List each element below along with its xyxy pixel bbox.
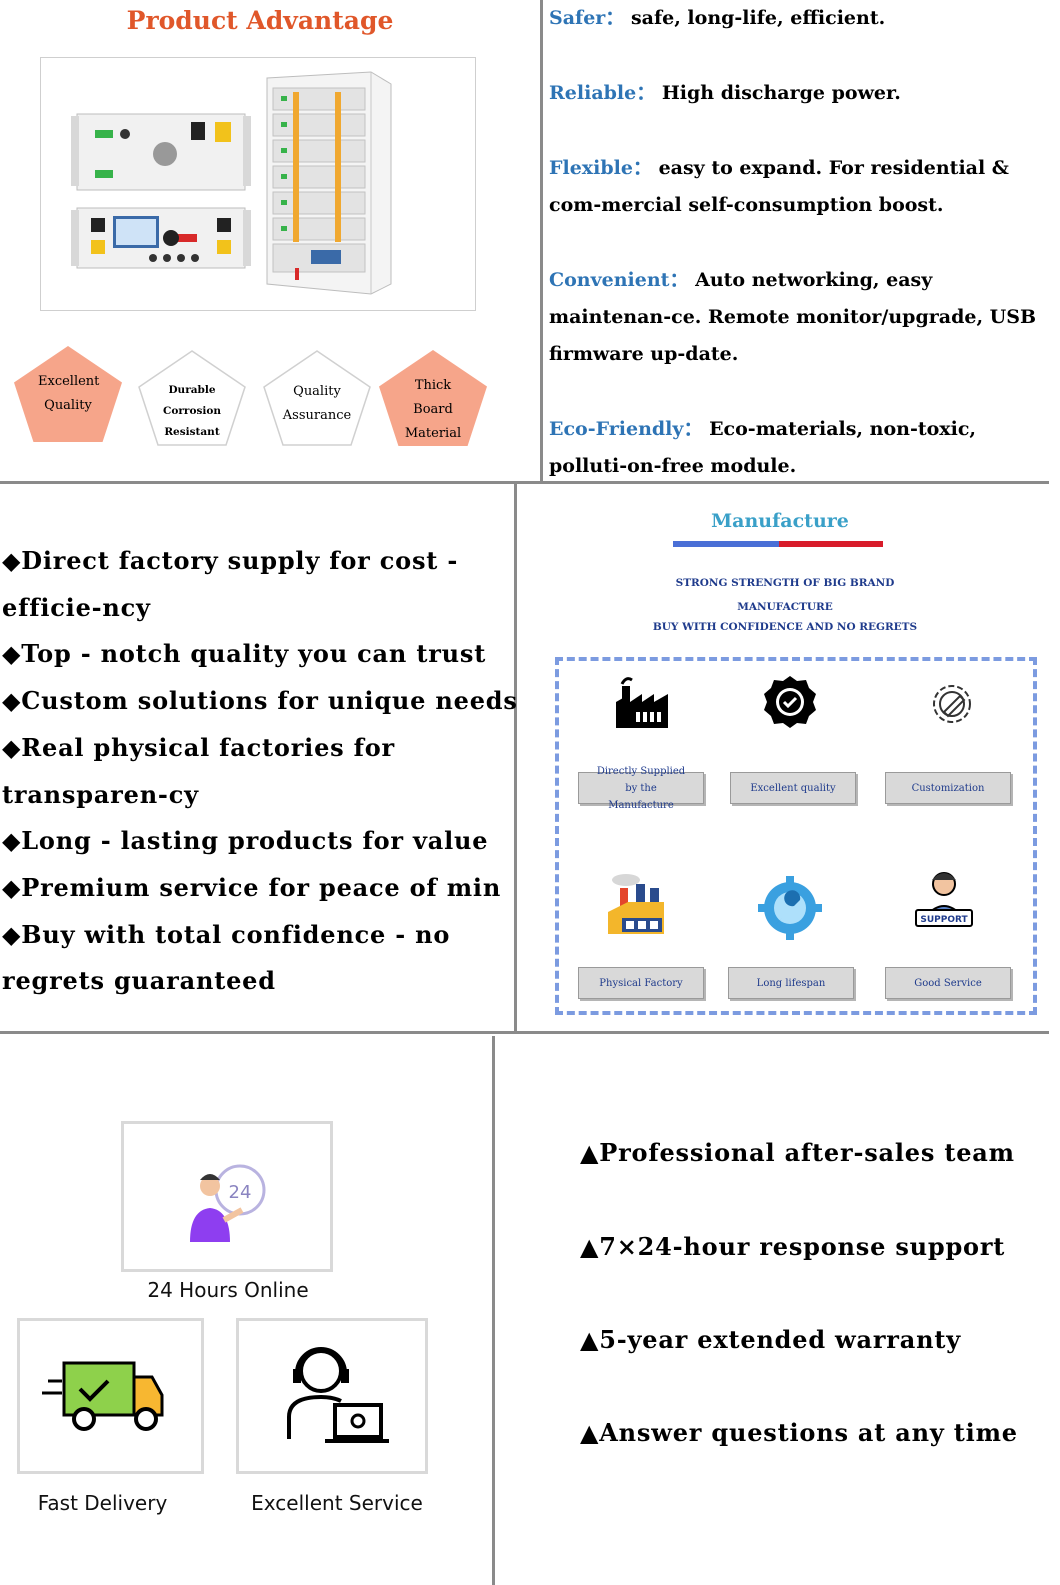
manufacture-subtitle-3: BUY WITH CONFIDENCE AND NO REGRETS [652,621,918,633]
factory-color-icon [608,874,664,934]
feature-customization: Customization [885,772,1011,804]
product-image [40,57,476,311]
benefit-item: ◆Long - lasting products for value [2,826,489,856]
feature-directly-supplied: Directly Supplied by the Manufacture [578,766,704,811]
badge-thick-board: Thick Board Material [379,350,487,446]
badge-excellent-quality: Excellent Quality [14,346,122,442]
gear-pencil-icon [933,685,971,723]
badge-durable-corrosion: Durable Corrosion Resistant [163,384,221,438]
manufacture-subtitle-1: STRONG STRENGTH OF BIG BRAND [675,577,895,589]
card-24-hours: 24 [121,1121,333,1272]
card-fast-delivery [17,1318,204,1474]
factory-icon [616,677,668,728]
feature-long-lifespan: Long lifespan [728,967,854,999]
wrench-gear-icon [758,876,822,940]
check-badge-icon [764,676,816,728]
online-support-icon: 24 [190,1164,266,1242]
caption-24-hours: 24 Hours Online [147,1278,309,1302]
service-point-2: ▲7×24-hour response support [580,1232,1006,1261]
divider-v3 [492,1036,495,1585]
divider-h2 [0,1031,1049,1034]
benefit-item: ◆Top - notch quality you can trust [2,639,487,669]
support-agent-icon: SUPPORT [915,872,973,927]
badge-durable-corrosion-outline [138,350,246,446]
manufacture-title: Manufacture [711,510,849,532]
feature-good-service: Good Service [885,967,1011,999]
product-advantage-title: Product Advantage [126,6,394,35]
caption-fast-delivery: Fast Delivery [37,1491,168,1515]
card-excellent-service [236,1318,428,1474]
feature-flexible: Flexible： easy to expand. For residentia… [549,157,1009,216]
title-bar-red [779,541,883,547]
truck-icon [42,1361,164,1431]
service-point-3: ▲5-year extended warranty [580,1325,961,1354]
battery-system-illustration [71,71,392,295]
divider-v1 [540,0,543,482]
benefit-item: ◆Premium service for peace of min [2,872,502,902]
feature-reliable: Reliable： High discharge power. [549,82,901,104]
divider-h1 [0,481,1049,484]
service-point-4: ▲Answer questions at any time [580,1418,1018,1447]
benefit-item: ◆Buy with total confidence - no regrets … [2,919,451,996]
feature-convenient: Convenient： Auto networking, easy mainte… [549,269,1037,365]
feature-eco-friendly: Eco-Friendly： Eco-materials, non-toxic, … [549,418,977,477]
title-bar-blue [673,541,779,547]
feature-excellent-quality: Excellent quality [730,772,856,804]
svg-text:SUPPORT: SUPPORT [920,915,968,925]
benefit-list: ◆Direct factory supply for cost - effici… [2,538,522,1005]
benefit-item: ◆Real physical factories for transparen-… [2,732,395,809]
benefit-item: ◆Direct factory supply for cost - effici… [2,546,459,622]
feature-safer: Safer： safe, long-life, efficient. [549,7,886,29]
feature-physical-factory: Physical Factory [578,967,704,999]
headset-agent-icon [287,1347,389,1443]
service-point-1: ▲Professional after-sales team [580,1138,1015,1167]
badge-quality-assurance-outline [263,350,371,446]
caption-excellent-service: Excellent Service [251,1491,423,1515]
clock-text: 24 [229,1182,252,1203]
manufacture-grid [555,657,1037,1015]
divider-v2 [514,484,517,1032]
benefit-item: ◆Custom solutions for unique needs [2,686,518,716]
badge-quality-assurance: Quality Assurance [282,384,352,423]
manufacture-subtitle-2: MANUFACTURE [737,601,833,613]
